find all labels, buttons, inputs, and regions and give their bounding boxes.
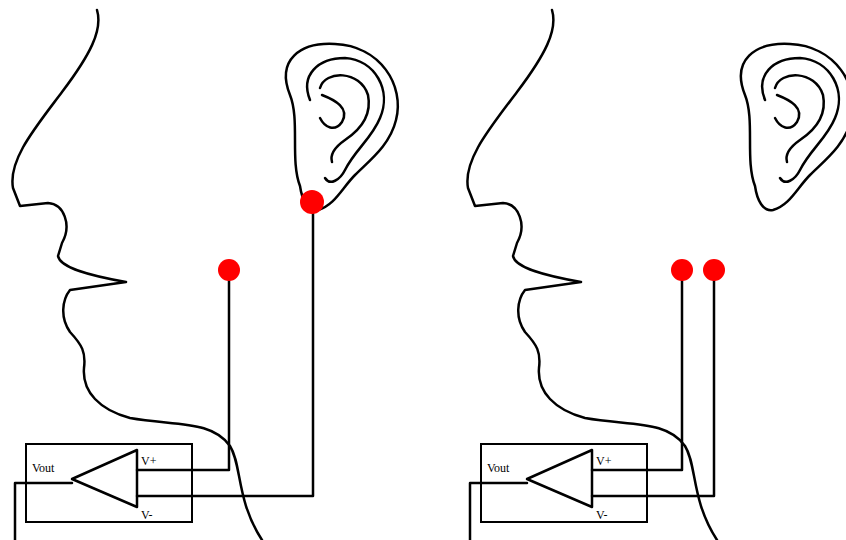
ear [741,44,846,210]
ear-inner [775,75,824,162]
pin-label: V+ [141,455,156,467]
electrode [218,259,240,281]
ear-inner [320,95,344,128]
wire [592,271,682,470]
face-profile [467,10,717,540]
pin-label: V- [141,509,153,521]
wire [137,271,229,470]
ear-inner [762,58,839,182]
pin-label: V- [596,509,608,521]
electrode [671,259,693,281]
head-panel [467,10,846,540]
wire [137,202,313,496]
ear-inner [775,95,799,128]
pin-label: V+ [596,455,611,467]
ear [286,44,398,210]
ear-inner [307,58,384,182]
wire [470,483,527,540]
opamp-box: Vout V+ V- [480,443,648,523]
electrode [703,259,725,281]
ear-inner [320,75,369,162]
output-label: Vout [487,462,509,474]
opamp-box: Vout V+ V- [25,443,193,523]
wire [15,483,72,540]
electrode [300,190,324,214]
head-panel [12,10,397,540]
triangle-opamp [527,450,592,507]
triangle-opamp [72,450,137,507]
output-label: Vout [32,462,54,474]
wire [592,271,714,496]
face-profile [12,10,262,540]
